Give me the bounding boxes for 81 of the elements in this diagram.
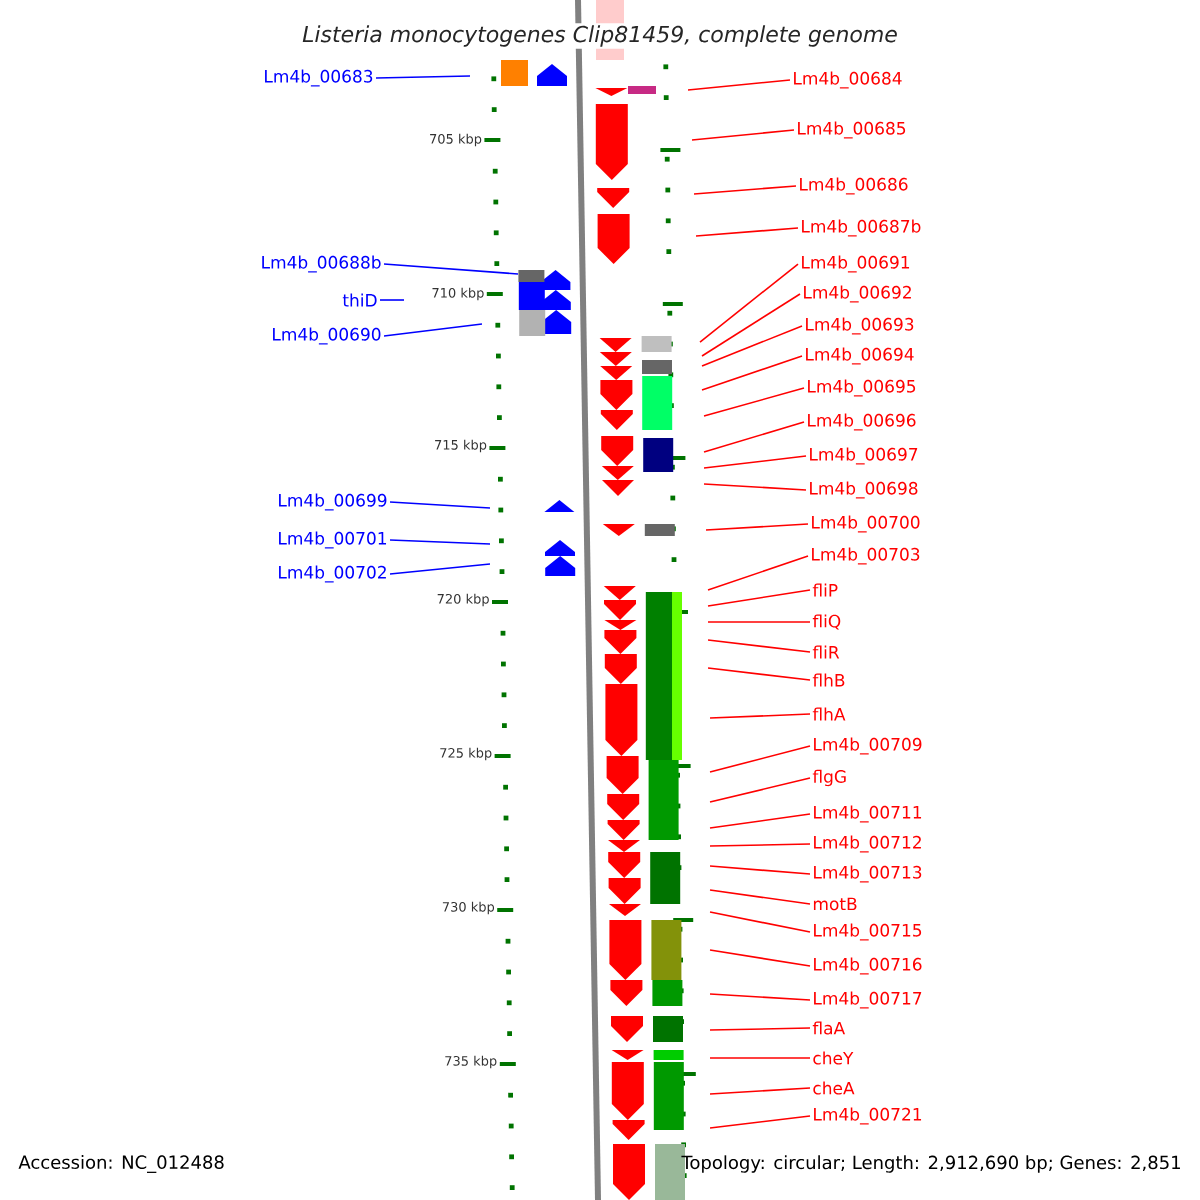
gene-label: cheY — [813, 1051, 854, 1065]
leader-line — [699, 263, 799, 343]
leader-line — [703, 421, 805, 453]
topology-text: Topology: circular; Length: 2,912,690 bp; Genes: 2,851 — [681, 1155, 1180, 1173]
gene-label: Lm4b_00688b — [262, 255, 381, 273]
gene-label: Lm4b_00699 — [279, 493, 387, 511]
gene-label: fliR — [812, 645, 840, 659]
leader-line — [709, 1087, 811, 1095]
gene-label: Lm4b_00685 — [798, 121, 906, 139]
leader-line — [703, 387, 805, 417]
leader-line — [707, 621, 811, 623]
leader-line — [709, 745, 811, 773]
gene-label: fliP — [812, 583, 838, 597]
leader-line — [707, 667, 811, 681]
gene-label: thiD — [342, 293, 377, 307]
gene-label: Lm4b_00700 — [812, 515, 920, 533]
leader-line — [705, 523, 809, 531]
leader-line — [379, 299, 405, 301]
gene-label: Lm4b_00716 — [814, 957, 922, 975]
leader-line — [701, 355, 803, 391]
leader-line — [693, 185, 797, 195]
gene-label: fliQ — [812, 614, 841, 630]
title: Listeria monocytogenes Clip81459, complete genome — [300, 23, 900, 49]
gene-label: Lm4b_00696 — [808, 413, 916, 431]
gene-label: Lm4b_00690 — [273, 327, 381, 345]
leader-line — [709, 843, 811, 847]
gene-label: Lm4b_00697 — [810, 447, 918, 465]
gene-label: Lm4b_00711 — [814, 805, 922, 823]
leader-line — [707, 555, 809, 591]
gene-label: Lm4b_00695 — [808, 379, 916, 397]
leader-line — [383, 323, 483, 337]
gene-label: Lm4b_00712 — [814, 835, 921, 853]
gene-label: Lm4b_00687b — [802, 219, 921, 237]
gene-label: Lm4b_00721 — [814, 1107, 922, 1125]
gene-label: Lm4b_00715 — [814, 923, 922, 941]
leader-line — [709, 949, 811, 967]
leader-line — [709, 911, 811, 933]
gene-label: Lm4b_00717 — [814, 991, 922, 1009]
gene-label: cheA — [813, 1081, 855, 1095]
gene-label: Lm4b_00686 — [800, 177, 908, 195]
leader-line — [709, 813, 811, 829]
leader-line — [709, 1027, 811, 1031]
leader-line — [701, 325, 803, 367]
gene-label: Lm4b_00691 — [802, 255, 910, 273]
gene-label: Lm4b_00698 — [810, 481, 918, 499]
leader-line — [383, 263, 519, 275]
leader-line — [709, 993, 811, 1001]
gene-label: Lm4b_00701 — [279, 531, 386, 549]
gene-label: flgG — [812, 769, 846, 787]
gene-label: motB — [813, 897, 857, 911]
leader-line — [707, 589, 811, 607]
gene-label: flaA — [812, 1021, 845, 1035]
gene-label: Lm4b_00693 — [806, 317, 914, 335]
leader-line — [707, 639, 811, 653]
leader-line — [389, 539, 491, 545]
gene-label: Lm4b_00713 — [814, 865, 922, 883]
leader-line — [709, 889, 811, 905]
gene-label: Lm4b_00703 — [812, 547, 920, 565]
leader-line — [703, 455, 807, 469]
leader-line — [389, 501, 491, 509]
leader-line — [709, 777, 811, 803]
gene-label: flhB — [812, 673, 845, 687]
leader-line — [375, 75, 471, 79]
gene-label: Lm4b_00702 — [279, 565, 386, 583]
leader-line — [389, 563, 491, 575]
gene-label: Lm4b_00692 — [804, 285, 911, 303]
leader-line — [695, 227, 799, 237]
gene-label: Lm4b_00694 — [806, 347, 914, 365]
leader-line — [691, 129, 795, 141]
leader-line — [701, 293, 801, 357]
gene-label: Lm4b_00683 — [265, 69, 373, 87]
leader-line — [709, 1115, 811, 1129]
leader-line — [709, 713, 811, 719]
gene-label: Lm4b_00709 — [814, 737, 922, 755]
gene-label: flhA — [812, 707, 846, 721]
leader-line — [687, 79, 791, 91]
accession-text: Accession: NC_012488 — [18, 1155, 224, 1173]
leader-line — [709, 865, 811, 875]
leader-line — [703, 483, 807, 491]
gene-label: Lm4b_00684 — [794, 71, 902, 89]
leader-line — [709, 1057, 811, 1059]
